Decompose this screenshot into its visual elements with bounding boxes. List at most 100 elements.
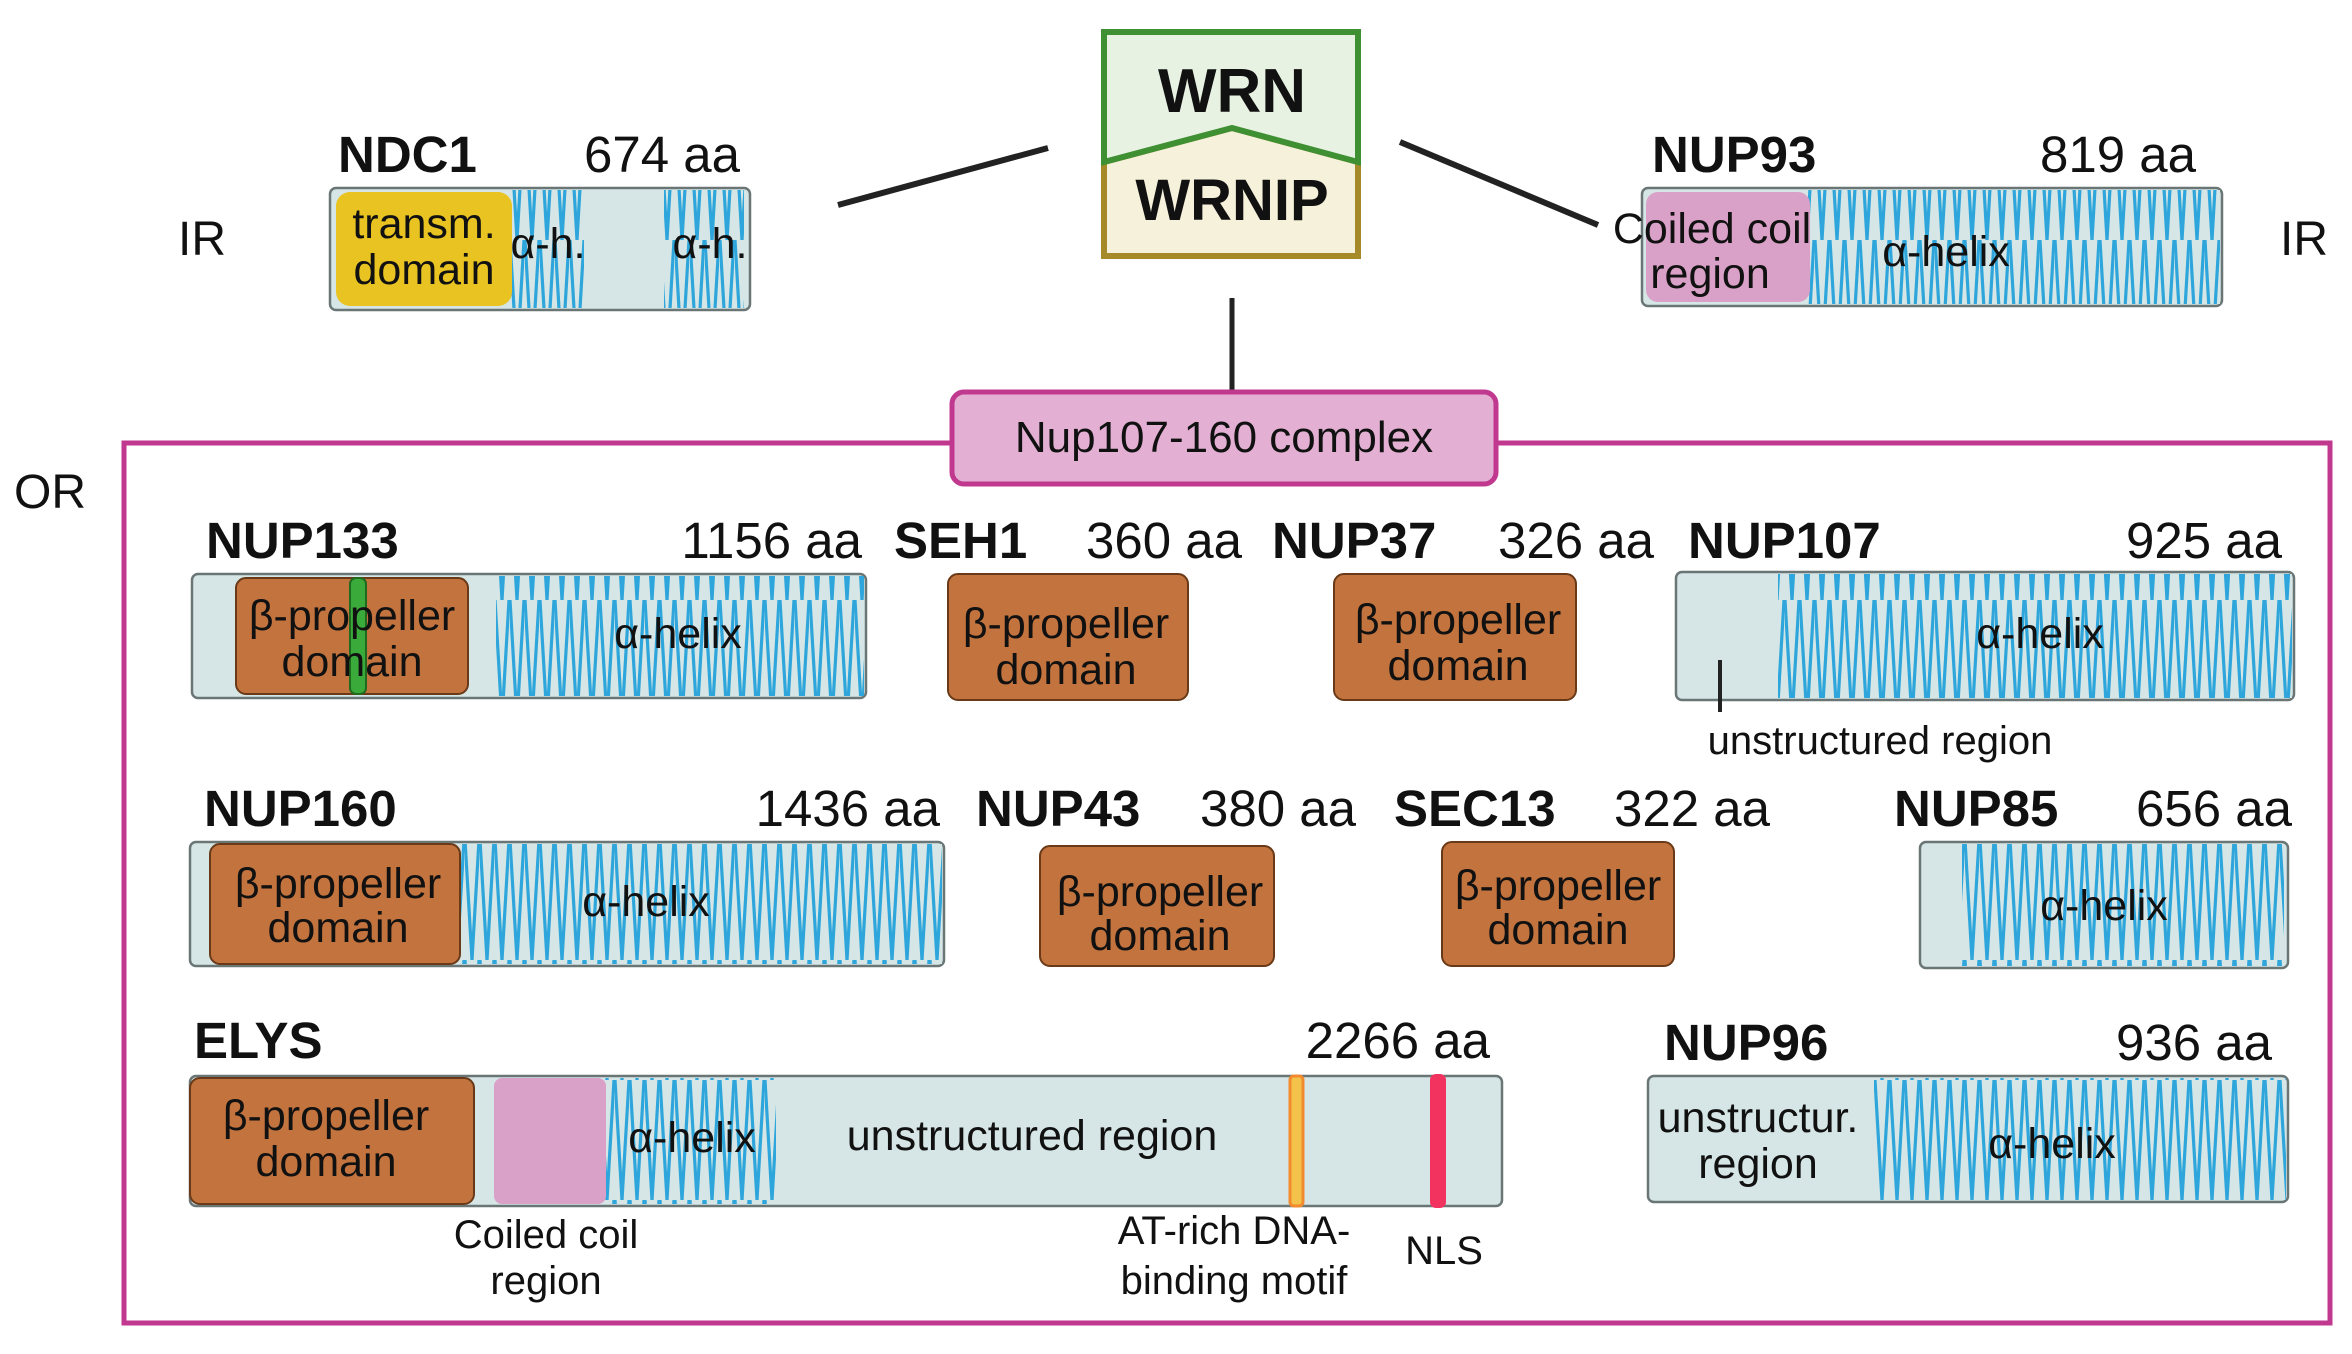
ndc1-helix-1 xyxy=(508,190,584,308)
nup37-propeller-label-1: β-propeller xyxy=(1355,596,1561,644)
protein-nup160: NUP160 1436 aa β-propeller domain α-heli… xyxy=(188,780,946,968)
or-label: OR xyxy=(14,466,86,519)
nup133-propeller-label-1: β-propeller xyxy=(249,592,455,640)
elys-propeller xyxy=(189,1077,475,1205)
protein-nup96: NUP96 936 aa unstructur. region α-helix xyxy=(1646,1014,2290,1204)
nup133-helix-label: α-helix xyxy=(614,610,742,658)
nup37-propeller xyxy=(1333,573,1577,701)
nup93-helix-label: α-helix xyxy=(1882,228,2010,276)
protein-nup93: NUP93 819 aa Coiled coil region α-helix xyxy=(1613,126,2224,308)
protein-sec13: SEC13 322 aa β-propeller domain xyxy=(1394,780,1771,967)
elys-unstructured-label: unstructured region xyxy=(847,1112,1218,1160)
elys-at-rich-caption-2: binding motif xyxy=(1121,1259,1349,1303)
complex-label: Nup107-160 complex xyxy=(1015,413,1433,462)
elys-propeller-label-1: β-propeller xyxy=(223,1092,429,1140)
nup107-helix xyxy=(1778,574,2292,698)
elys-helix-label: α-helix xyxy=(628,1114,756,1162)
sec13-propeller-label-2: domain xyxy=(1487,906,1628,954)
ndc1-name: NDC1 xyxy=(338,126,477,183)
nup107-helix-label: α-helix xyxy=(1976,610,2104,658)
elys-nls-caption: NLS xyxy=(1405,1229,1483,1273)
nup93-coiled-label-2: region xyxy=(1650,250,1770,298)
nup93-name: NUP93 xyxy=(1652,126,1816,183)
seh1-length: 360 aa xyxy=(1086,512,1243,569)
protein-elys: ELYS 2266 aa β-propeller domain α-helix … xyxy=(188,1012,1504,1303)
complex-label-box: Nup107-160 complex xyxy=(949,389,1499,487)
wrn-box xyxy=(1101,29,1361,166)
protein-nup37: NUP37 326 aa β-propeller domain xyxy=(1272,512,1655,701)
nup43-length: 380 aa xyxy=(1200,780,1357,837)
seh1-propeller-label-1: β-propeller xyxy=(963,600,1169,648)
nup96-length: 936 aa xyxy=(2116,1014,2273,1071)
elys-name: ELYS xyxy=(194,1012,323,1069)
nup43-propeller-label-1: β-propeller xyxy=(1057,868,1263,916)
seh1-name: SEH1 xyxy=(894,512,1027,569)
protein-nup85: NUP85 656 aa α-helix xyxy=(1894,780,2293,970)
nup85-length: 656 aa xyxy=(2136,780,2293,837)
wrn-wrnip-hub: WRN WRNIP xyxy=(1101,29,1361,259)
connector-nup93 xyxy=(1398,139,1600,228)
elys-coiled-coil xyxy=(494,1078,606,1204)
nup160-name: NUP160 xyxy=(204,780,397,837)
elys-helix xyxy=(604,1078,776,1204)
ir-label-left: IR xyxy=(178,213,226,266)
ir-label-right: IR xyxy=(2280,213,2328,266)
nup96-unstructured-label-2: region xyxy=(1698,1140,1818,1188)
ndc1-helix-2 xyxy=(664,190,744,308)
wrn-label: WRN xyxy=(1158,57,1306,126)
nup85-name: NUP85 xyxy=(1894,780,2058,837)
nup133-green-mark xyxy=(349,577,367,695)
protein-nup107: NUP107 925 aa α-helix unstructured regio… xyxy=(1674,512,2296,763)
nup85-helix-label: α-helix xyxy=(2040,882,2168,930)
elys-at-rich-caption-1: AT-rich DNA- xyxy=(1118,1209,1351,1253)
sec13-name: SEC13 xyxy=(1394,780,1556,837)
nup96-helix xyxy=(1874,1078,2286,1200)
elys-at-rich-motif xyxy=(1288,1074,1305,1208)
nup96-name: NUP96 xyxy=(1664,1014,1828,1071)
nup133-name: NUP133 xyxy=(206,512,399,569)
nup160-helix-label: α-helix xyxy=(582,878,710,926)
nup133-helix xyxy=(496,576,864,696)
elys-coiled-caption-1: Coiled coil xyxy=(454,1213,639,1257)
nup43-propeller-label-2: domain xyxy=(1089,912,1230,960)
nup93-coiled-label-1: Coiled coil xyxy=(1613,205,1811,253)
nup37-length: 326 aa xyxy=(1498,512,1655,569)
seh1-propeller-label-2: domain xyxy=(995,646,1136,694)
nup107-name: NUP107 xyxy=(1688,512,1881,569)
nup107-length: 925 aa xyxy=(2126,512,2283,569)
seh1-propeller xyxy=(947,573,1189,701)
protein-nup133: NUP133 1156 aa β-propeller domain α-heli… xyxy=(190,512,868,700)
ndc1-transmembrane-domain xyxy=(336,192,512,306)
nup160-propeller-label-2: domain xyxy=(267,904,408,952)
nup93-coiled-coil xyxy=(1646,192,1810,302)
nup160-propeller xyxy=(209,843,461,965)
elys-coiled-caption-2: region xyxy=(490,1259,601,1303)
ndc1-length: 674 aa xyxy=(584,126,741,183)
ndc1-domain-label-2: domain xyxy=(353,246,494,294)
nup43-name: NUP43 xyxy=(976,780,1140,837)
sec13-propeller-label-1: β-propeller xyxy=(1455,862,1661,910)
wrnip-label: WRNIP xyxy=(1135,168,1328,233)
protein-seh1: SEH1 360 aa β-propeller domain xyxy=(894,512,1243,701)
elys-propeller-label-2: domain xyxy=(255,1138,396,1186)
nup43-propeller xyxy=(1039,845,1275,967)
nup133-length: 1156 aa xyxy=(681,512,862,569)
nup160-length: 1436 aa xyxy=(756,780,941,837)
ndc1-helix-label-1: α-h. xyxy=(510,220,585,268)
nup133-propeller-label-2: domain xyxy=(281,638,422,686)
protein-nup43: NUP43 380 aa β-propeller domain xyxy=(976,780,1357,967)
nup107-unstructured-label: unstructured region xyxy=(1708,719,2053,763)
nup160-helix xyxy=(456,844,942,964)
ndc1-helix-label-2: α-h. xyxy=(672,220,747,268)
sec13-length: 322 aa xyxy=(1614,780,1771,837)
nup96-unstructured-label-1: unstructur. xyxy=(1658,1094,1859,1142)
nup160-propeller-label-1: β-propeller xyxy=(235,860,441,908)
nup37-propeller-label-2: domain xyxy=(1387,642,1528,690)
protein-ndc1: NDC1 674 aa transm. domain α-h. α-h. xyxy=(328,126,752,312)
nup37-name: NUP37 xyxy=(1272,512,1436,569)
ndc1-domain-label-1: transm. xyxy=(352,200,495,248)
nup93-length: 819 aa xyxy=(2040,126,2197,183)
nup93-helix xyxy=(1806,190,2220,304)
connector-ndc1 xyxy=(837,145,1049,208)
